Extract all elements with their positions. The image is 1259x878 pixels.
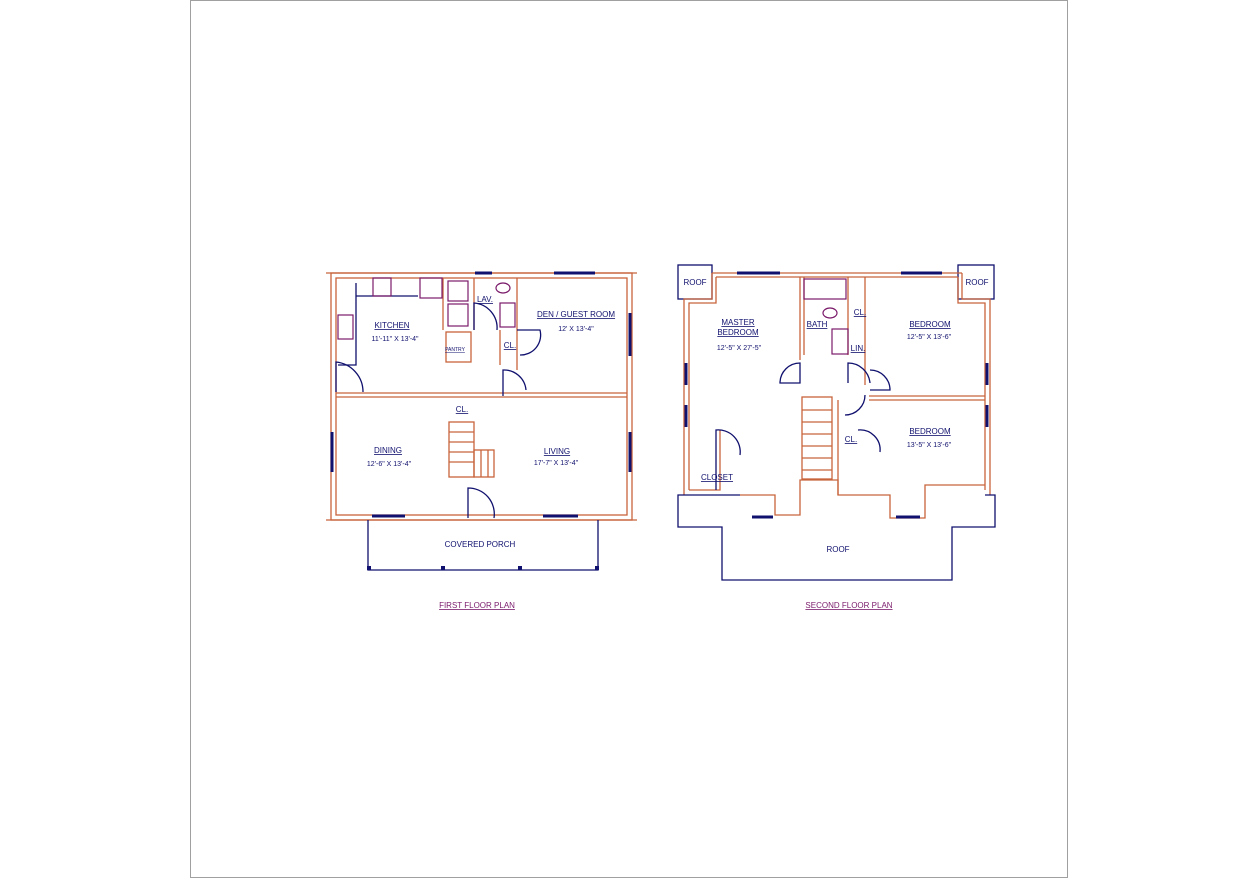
bedroom-label: BEDROOM (909, 320, 951, 329)
front-door (467, 487, 495, 519)
living-label: LIVING (544, 447, 570, 456)
pantry-label: PANTRY (445, 347, 465, 353)
den-label: DEN / GUEST ROOM (537, 310, 615, 319)
closet-label: CL. (504, 341, 516, 350)
bathtub-icon (803, 278, 847, 300)
roof-label: ROOF (965, 278, 988, 287)
bath-sink-icon (831, 328, 849, 355)
refrigerator-icon (419, 277, 443, 299)
bedroom-size: 13'-5" X 13'-6" (907, 442, 952, 449)
toilet-icon (495, 282, 511, 294)
stairs (448, 421, 475, 478)
kitchen-label: KITCHEN (374, 321, 409, 330)
linen-label: LIN. (851, 344, 866, 353)
closet-label: CL. (845, 435, 857, 444)
lav-sink-icon (499, 302, 516, 328)
roof-label: ROOF (826, 545, 849, 554)
toilet-icon (822, 307, 838, 319)
dining-label: DINING (374, 446, 402, 455)
closet-label: CLOSET (701, 473, 733, 482)
sink-icon (337, 314, 354, 340)
kitchen-door (335, 361, 364, 393)
lav-label: LAV. (477, 295, 493, 304)
range-icon (372, 277, 392, 297)
bedroom-size: 12'-5" X 13'-6" (907, 334, 952, 341)
kitchen-size: 11'-11" X 13'-4" (371, 336, 419, 343)
master-bedroom-label: BEDROOM (717, 328, 759, 337)
bath-label: BATH (807, 320, 828, 329)
bedroom-label: BEDROOM (909, 427, 951, 436)
roof-bottom (677, 494, 996, 581)
den-size: 12' X 13'-4" (558, 326, 594, 333)
pantry (445, 331, 472, 363)
second-floor-title: SECOND FLOOR PLAN (805, 601, 892, 610)
dining-size: 12'-6" X 13'-4" (367, 461, 412, 468)
master-bedroom-size: 12'-5" X 27'-5" (717, 345, 762, 352)
covered-porch (367, 520, 599, 571)
master-bedroom-label: MASTER (721, 318, 755, 327)
stairs (801, 396, 833, 480)
porch-label: COVERED PORCH (445, 540, 516, 549)
closet-label: CL. (854, 308, 866, 317)
second-floor-plan: ROOF ROOF MASTER BEDROOM 12'-5" X 27'-5"… (677, 264, 996, 610)
living-size: 17'-7" X 13'-4" (534, 460, 579, 467)
roof-label: ROOF (683, 278, 706, 287)
closet-label: CL. (456, 405, 468, 414)
first-floor-title: FIRST FLOOR PLAN (439, 601, 515, 610)
first-floor-plan: KITCHEN 11'-11" X 13'-4" DEN / GUEST ROO… (326, 271, 637, 610)
